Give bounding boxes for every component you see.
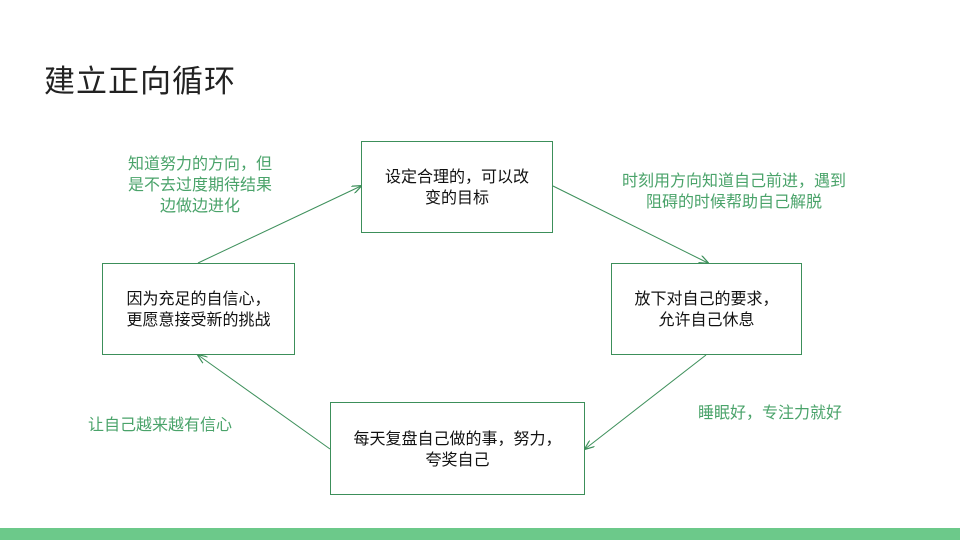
annotation-line: 边做边进化: [159, 196, 240, 215]
arrow-left-to-top: [197, 186, 361, 264]
annotation-left-to-top: 知道努力的方向，但 是不去过度期待结果 边做边进化: [102, 153, 298, 216]
cycle-node-allow-rest: 放下对自己的要求， 允许自己休息: [611, 263, 802, 355]
annotation-line: 阻碍的时候帮助自己解脱: [645, 192, 822, 211]
annotation-line: 睡眠好，专注力就好: [697, 403, 842, 422]
annotation-line: 知道努力的方向，但: [127, 154, 272, 173]
annotation-bottom-to-left: 让自己越来越有信心: [60, 414, 260, 435]
annotation-top-to-right: 时刻用方向知道自己前进，遇到 阻碍的时候帮助自己解脱: [596, 170, 872, 212]
node-text-line: 设定合理的，可以改: [384, 167, 529, 186]
node-text-line: 夸奖自己: [425, 449, 490, 469]
slide-title: 建立正向循环: [44, 64, 236, 100]
annotation-line: 时刻用方向知道自己前进，遇到: [621, 171, 846, 190]
node-text-line: 放下对自己的要求，: [634, 289, 779, 308]
cycle-node-accept-challenges: 因为充足的自信心， 更愿意接受新的挑战: [102, 263, 295, 355]
arrow-right-to-bottom: [585, 354, 707, 449]
node-text-line: 允许自己休息: [658, 310, 755, 329]
arrow-top-to-right: [552, 185, 708, 263]
node-text-line: 更愿意接受新的挑战: [126, 310, 271, 329]
arrow-bottom-to-left: [198, 355, 331, 450]
node-text-line: 因为充足的自信心，: [126, 289, 271, 308]
cycle-node-set-goals: 设定合理的，可以改 变的目标: [361, 141, 553, 233]
annotation-line: 让自己越来越有信心: [87, 415, 232, 434]
node-text-line: 变的目标: [424, 188, 489, 207]
footer-accent-bar: [0, 528, 960, 540]
annotation-line: 是不去过度期待结果: [127, 175, 272, 194]
cycle-node-daily-review: 每天复盘自己做的事，努力， 夸奖自己: [330, 402, 585, 495]
node-text-line: 每天复盘自己做的事，努力，: [353, 428, 562, 448]
annotation-right-to-bottom: 睡眠好，专注力就好: [680, 402, 860, 423]
